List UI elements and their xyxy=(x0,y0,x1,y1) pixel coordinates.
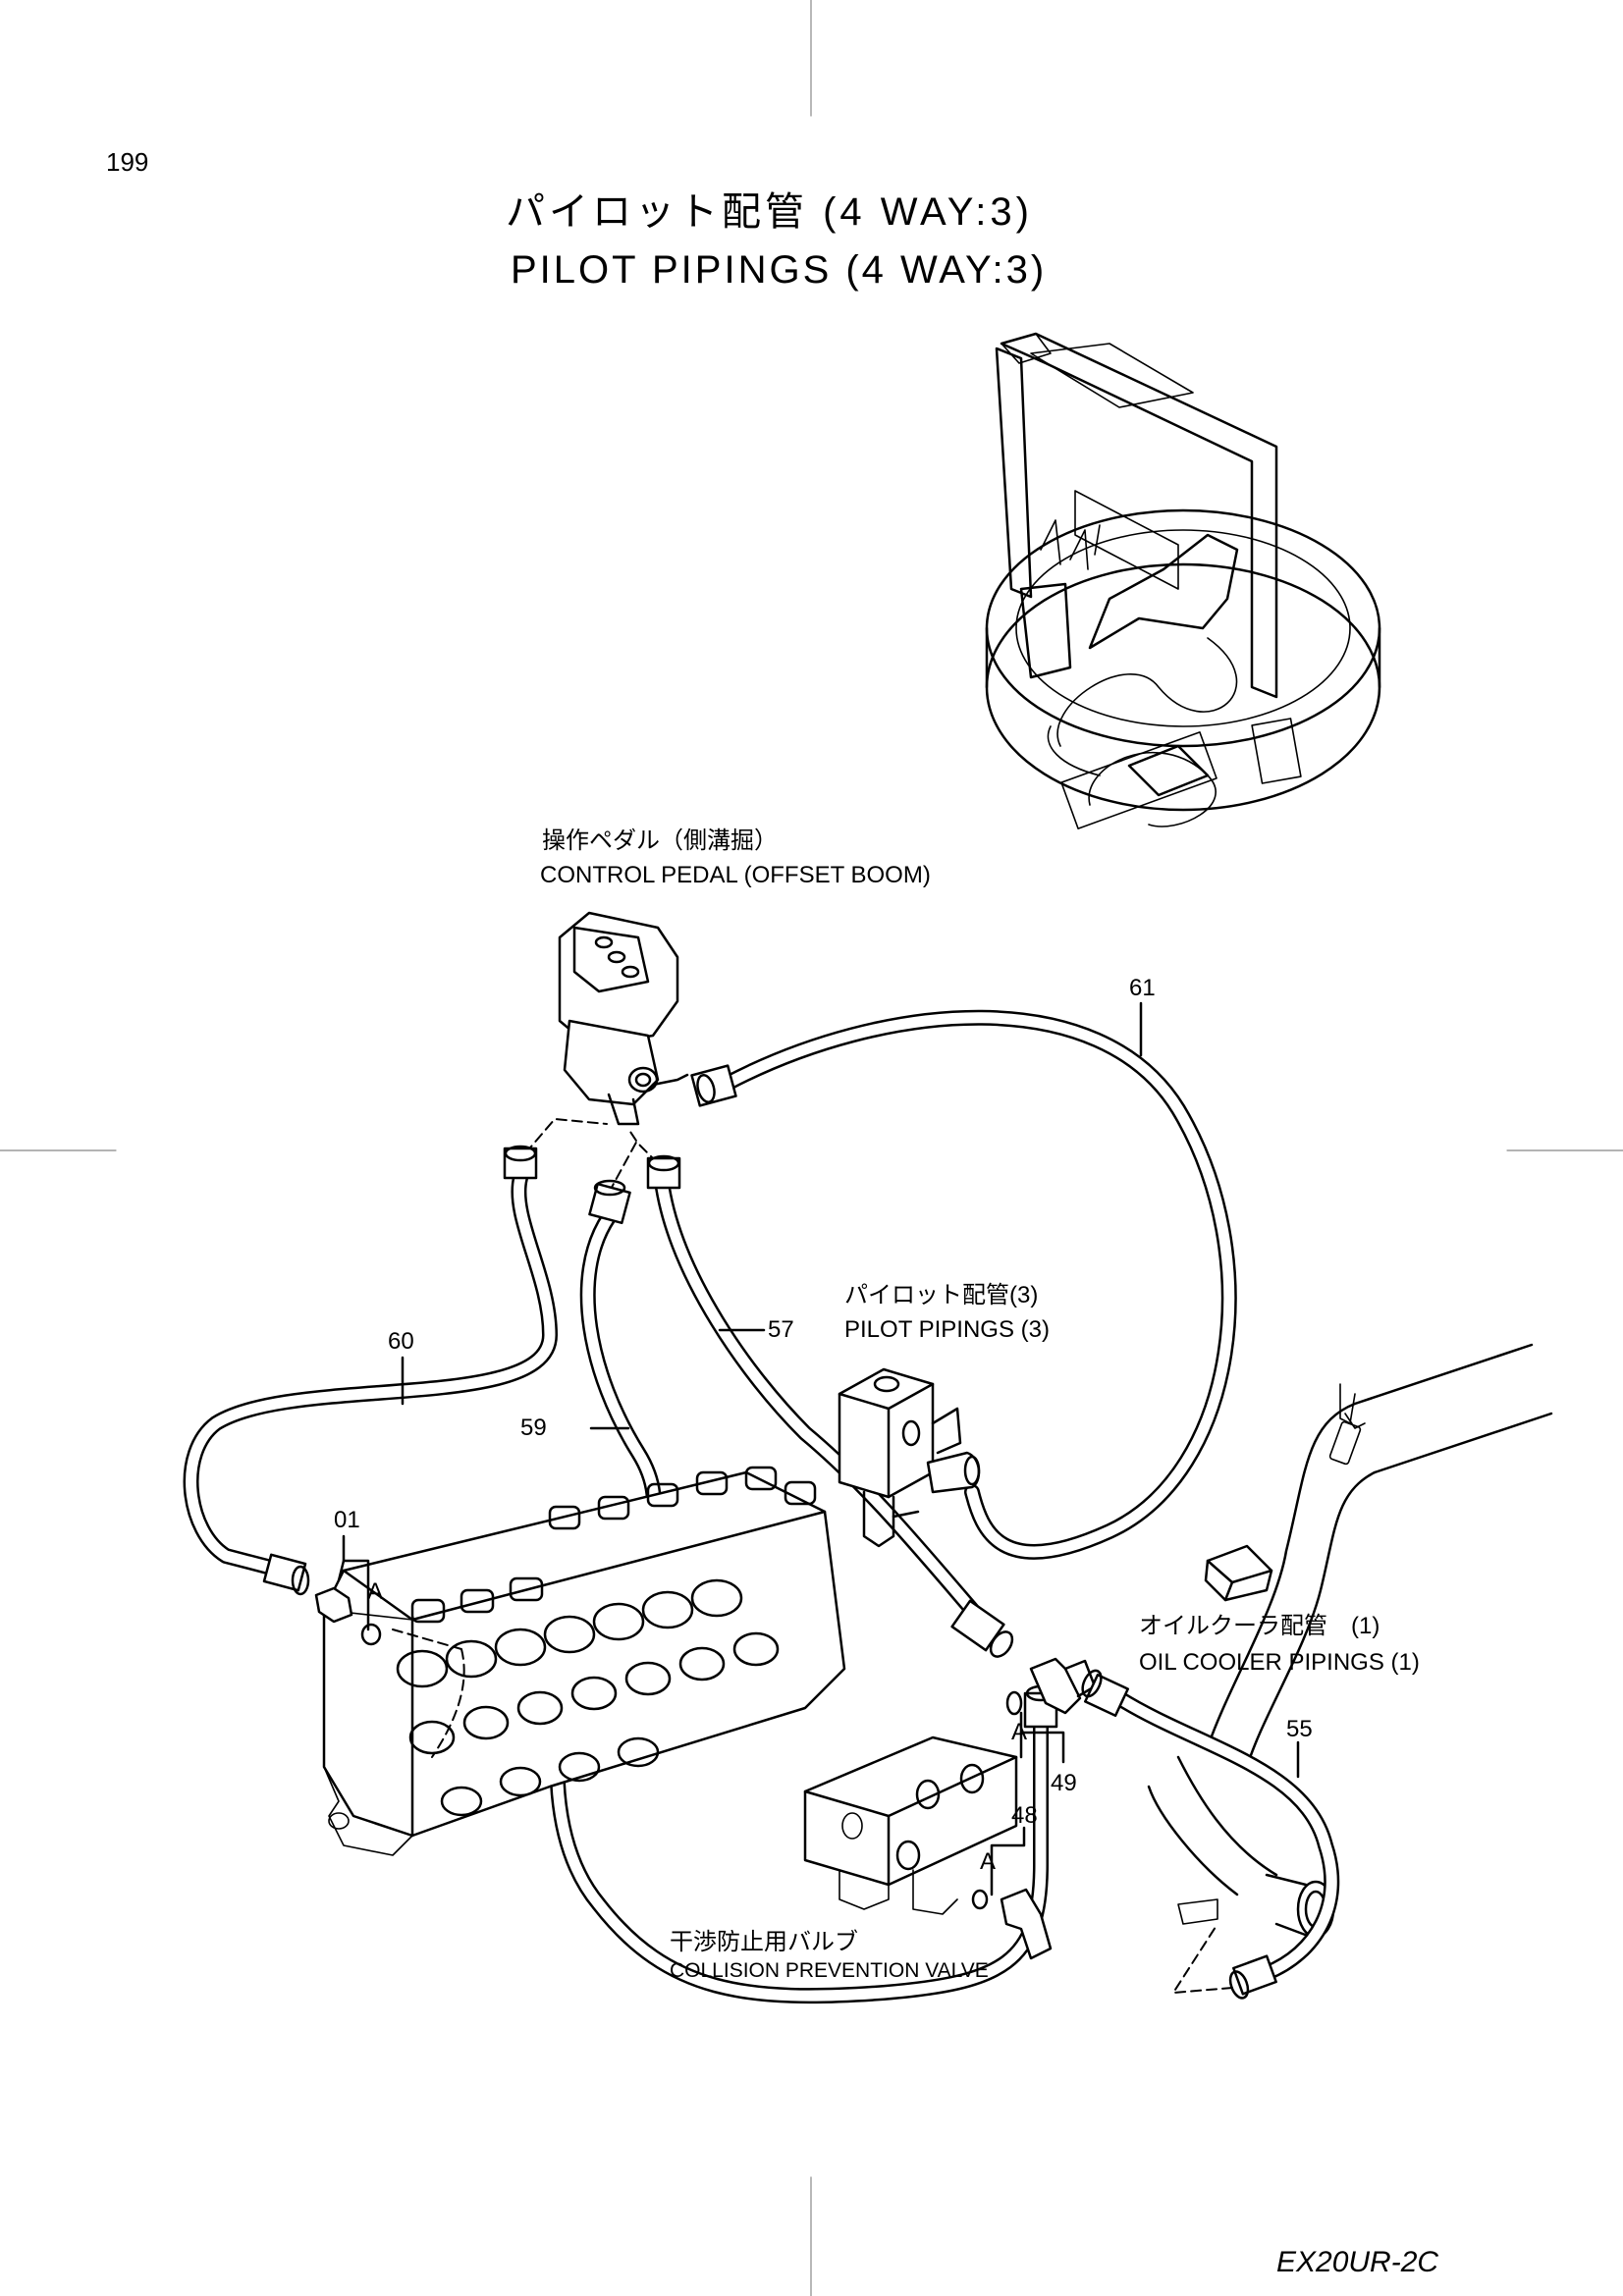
part-number-59: 59 xyxy=(520,1415,547,1441)
label-oil-cooler-en: OIL COOLER PIPINGS (1) xyxy=(1139,1649,1420,1676)
part-number-55: 55 xyxy=(1286,1716,1313,1742)
collision-valve xyxy=(803,1735,1018,1915)
adapter-48 xyxy=(971,1888,1053,1960)
label-collision-valve-jp: 干渉防止用バルブ xyxy=(670,1929,858,1955)
label-pilot-pipings-en: PILOT PIPINGS (3) xyxy=(844,1316,1050,1343)
part-number-57: 57 xyxy=(768,1316,794,1343)
page-number: 199 xyxy=(106,147,149,177)
label-oil-cooler-jp: オイルクーラ配管 (1) xyxy=(1139,1613,1380,1639)
hose-55 xyxy=(1081,1669,1340,2000)
view-mark-a-48: A xyxy=(980,1848,997,1875)
title-english: PILOT PIPINGS (4 WAY:3) xyxy=(511,248,1048,292)
fitting-01 xyxy=(314,1586,382,1646)
part-number-01: 01 xyxy=(334,1507,360,1533)
title-japanese: パイロット配管 (4 WAY:3) xyxy=(506,190,1033,234)
machine-overview xyxy=(985,332,1381,829)
label-pilot-pipings-jp: パイロット配管(3) xyxy=(844,1282,1039,1308)
view-mark-a-left: A xyxy=(367,1578,384,1605)
hose-60 xyxy=(183,1145,558,1596)
label-collision-valve-en: COLLISION PREVENTION VALVE xyxy=(670,1959,989,1982)
part-number-60: 60 xyxy=(388,1328,414,1355)
leader-lines xyxy=(337,1001,1300,1896)
control-valve xyxy=(322,1466,846,1856)
label-control-pedal-jp: 操作ペダル（側溝掘） xyxy=(542,828,778,854)
control-pedal xyxy=(558,911,689,1126)
part-number-49: 49 xyxy=(1051,1770,1077,1796)
view-mark-a-49: A xyxy=(1011,1719,1028,1745)
hose-61 xyxy=(690,1009,1237,1560)
part-number-61: 61 xyxy=(1129,975,1156,1001)
hose-57 xyxy=(646,1154,1014,1658)
label-control-pedal-en: CONTROL PEDAL (OFFSET BOOM) xyxy=(540,862,931,888)
part-number-48: 48 xyxy=(1011,1802,1038,1829)
model-code: EX20UR-2C xyxy=(1276,2246,1439,2278)
pilot-block xyxy=(838,1367,981,1548)
